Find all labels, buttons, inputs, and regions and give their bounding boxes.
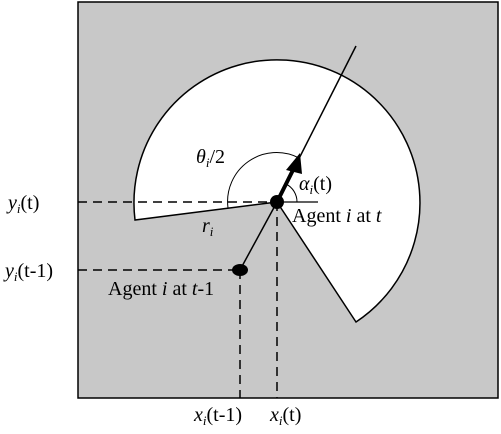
heading-arrowhead: [286, 153, 302, 174]
agent-previous-dot: [232, 264, 248, 276]
alpha-label: αi(t): [299, 173, 332, 197]
agent-current-pre: Agent: [292, 205, 346, 227]
x-prev-sub: i: [203, 413, 207, 428]
theta-base: θ: [196, 146, 206, 168]
theta-angle-arc: [227, 152, 300, 209]
radius-sub: i: [210, 224, 214, 239]
radius-base: r: [202, 215, 210, 237]
alpha-base: α: [299, 173, 310, 195]
x-now-sub: i: [279, 413, 283, 428]
agent-previous-pre: Agent: [108, 278, 162, 300]
y-prev-label: yi(t-1): [3, 260, 53, 284]
x-prev-label: xi(t-1): [193, 404, 242, 428]
agent-current-index: i: [346, 205, 352, 227]
x-now-tail: (t): [283, 404, 302, 426]
agent-current-post: at: [351, 205, 375, 227]
y-now-sub: i: [17, 201, 21, 216]
alpha-tail: (t): [313, 173, 332, 195]
y-prev-base: y: [3, 260, 14, 282]
y-now-base: y: [6, 192, 17, 214]
y-prev-sub: i: [14, 269, 18, 284]
agent-current-label: Agent i at t: [292, 205, 382, 227]
trajectory-segment: [239, 201, 278, 271]
sensing-sector: [133, 59, 421, 324]
agent-current-dot: [270, 195, 284, 209]
agent-previous-index: i: [162, 278, 168, 300]
agent-current-time: t: [376, 205, 382, 227]
alpha-angle-arc: [285, 183, 298, 203]
y-now-label: yi(t): [6, 192, 39, 216]
radius-label: ri: [202, 215, 214, 239]
x-now-base: x: [269, 404, 279, 426]
theta-tail: /2: [209, 146, 225, 168]
x-prev-tail: (t-1): [207, 404, 243, 426]
y-prev-tail: (t-1): [18, 260, 54, 282]
alpha-sub: i: [310, 182, 314, 197]
agent-previous-tail: -1: [197, 278, 214, 300]
agent-previous-post: at: [167, 278, 191, 300]
theta-sub: i: [206, 155, 210, 170]
x-prev-base: x: [193, 404, 203, 426]
y-now-tail: (t): [21, 192, 40, 214]
agent-previous-time: t: [192, 278, 198, 300]
agent-previous-label: Agent i at t-1: [108, 278, 214, 300]
x-now-label: xi(t): [269, 404, 301, 428]
theta-label: θi/2: [196, 146, 225, 170]
